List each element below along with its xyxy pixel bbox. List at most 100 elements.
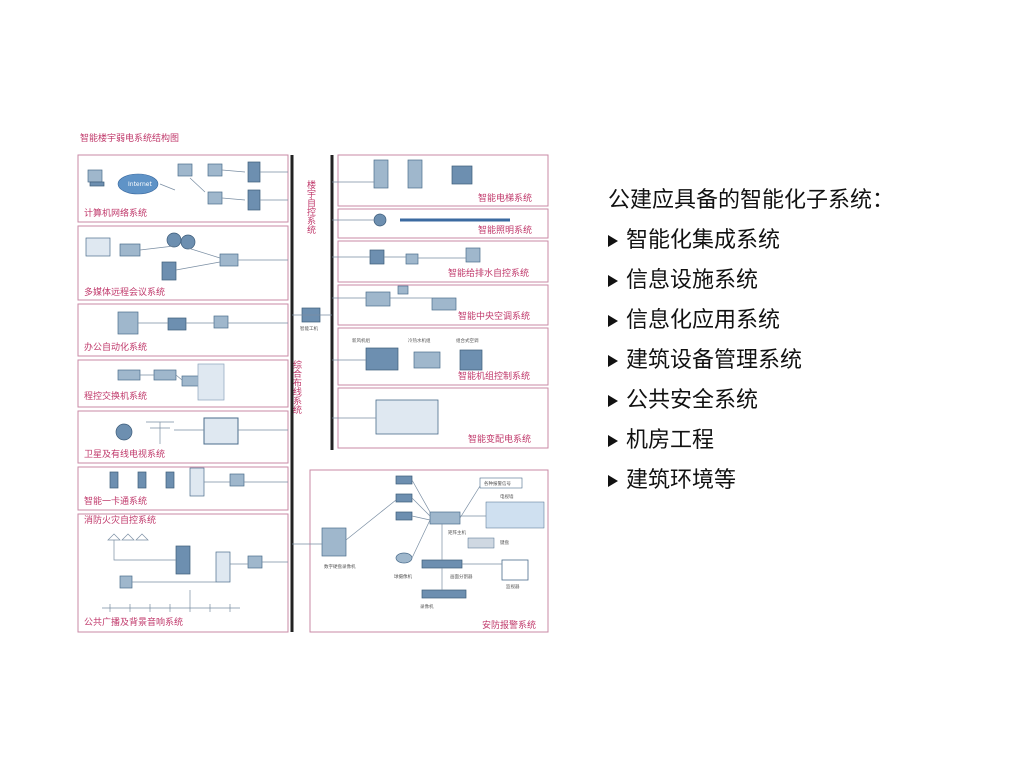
left-label-6: 智能一卡通系统: [84, 495, 147, 507]
smart-workstation-label: 智能工机: [300, 325, 318, 332]
keyboard-label: 键盘: [500, 539, 509, 546]
arrow-bullet-icon: [608, 395, 618, 407]
chiller-icon: [431, 297, 457, 311]
camera-icon: [395, 493, 413, 503]
phone-icon: [117, 369, 141, 381]
matrix-label: 矩阵主机: [448, 529, 466, 536]
camera-icon: [166, 232, 182, 248]
broadcast-rack-icon: [215, 551, 231, 583]
splitter-label: 画面分割器: [450, 573, 473, 580]
valve-icon: [405, 253, 419, 265]
alarm-signal-box: [479, 477, 523, 489]
arrow-bullet-icon: [608, 315, 618, 327]
pc-icon: [87, 169, 103, 183]
list-item-text: 信息化应用系统: [626, 308, 781, 333]
fresh-air-unit-icon: [365, 347, 399, 371]
list-item: 智能化集成系统: [608, 226, 1008, 256]
router-icon: [219, 253, 239, 267]
panel-lighting: [337, 208, 549, 239]
dome-label: 球摄像机: [394, 573, 412, 580]
smart-building-diagram: 智能楼宇弱电系统结构图 计算机网络系统 多媒体远程会议系统 办公自动化系统 程控…: [77, 132, 549, 633]
conference-wires: [139, 245, 288, 271]
light-bulb-icon: [373, 213, 387, 227]
spine-label-cabling: 综合布线系统: [291, 359, 302, 415]
security-panel: 安防报警系统 数字硬盘录像机 球摄像机 各种报警信号 电视墙 矩阵主机 键盘 画…: [292, 469, 549, 633]
list-item-text: 建筑设备管理系统: [626, 348, 803, 373]
panel-elevator: [337, 154, 549, 207]
elevator-door-icon: [407, 159, 423, 189]
security-wires: [292, 479, 502, 590]
codec-icon: [119, 243, 141, 257]
tv-wall-icon: [485, 501, 545, 529]
elevator-controller-icon: [451, 165, 473, 185]
left-label-7: 消防火灾自控系统: [84, 514, 156, 526]
subsystem-list: 智能化集成系统 信息设施系统 信息化应用系统 建筑设备管理系统 公共安全系统 机…: [608, 226, 1008, 496]
antenna-icon: [146, 421, 174, 444]
thermostat-icon: [397, 285, 409, 295]
pc-icon: [247, 555, 263, 569]
pbx-cabinet-icon: [197, 363, 225, 401]
combo-ac-icon: [459, 349, 483, 371]
left-label-3: 办公自动化系统: [84, 341, 147, 353]
unit-label-1: 新风机组: [352, 337, 370, 344]
spine-label-bas: 楼宇自控系统: [305, 179, 316, 235]
list-item-text: 智能化集成系统: [626, 228, 781, 253]
phone-icon: [153, 369, 177, 381]
list-item: 建筑设备管理系统: [608, 346, 1008, 376]
internet-label: Internet: [128, 181, 152, 188]
right-label-4: 智能中央空调系统: [458, 310, 530, 322]
fire-panel-icon: [175, 545, 191, 575]
list-item: 公共安全系统: [608, 386, 1008, 416]
panel-water: [337, 240, 549, 283]
pc-icon: [207, 163, 223, 177]
chiller-unit-icon: [413, 351, 441, 369]
pc-icon: [177, 163, 193, 177]
left-label-5: 卫星及有线电视系统: [84, 448, 165, 460]
left-label-1: 计算机网络系统: [84, 207, 147, 219]
left-devices: Internet: [85, 161, 288, 612]
camera-icon: [395, 511, 413, 521]
right-label-1: 智能电梯系统: [478, 192, 532, 204]
tank-icon: [465, 247, 481, 263]
left-label-8: 公共广播及背景音响系统: [84, 616, 183, 628]
right-label-3: 智能给排水自控系统: [448, 267, 529, 279]
subsystem-list-panel: 公建应具备的智能化子系统： 智能化集成系统 信息设施系统 信息化应用系统 建筑设…: [608, 186, 1008, 506]
list-item-text: 建筑环境等: [626, 468, 737, 493]
controller-icon: [189, 467, 205, 497]
keyboard-icon: [89, 181, 105, 187]
tv-wall-label: 电视墙: [500, 493, 514, 500]
screen-icon: [85, 237, 111, 257]
fire-wires: [113, 540, 288, 583]
dome-camera-icon: [395, 552, 413, 564]
camera-icon: [180, 234, 196, 250]
pbx-wires: [140, 374, 183, 381]
list-item-text: 公共安全系统: [626, 388, 759, 413]
recorder-icon: [421, 589, 467, 599]
dvr-label: 数字硬盘录像机: [324, 563, 356, 570]
right-devices: 新风机组 冷热水机组 组合式空调: [332, 159, 510, 435]
unit-label-2: 冷热水机组: [408, 337, 431, 344]
elevator-door-icon: [373, 159, 389, 189]
unit-label-3: 组合式空调: [456, 337, 479, 344]
list-item: 机房工程: [608, 426, 1008, 456]
recorder-label: 录像机: [420, 603, 434, 610]
panel-computer-network: [77, 154, 289, 223]
switchgear-icon: [375, 399, 439, 435]
speaker-icon: [161, 261, 177, 281]
splitter-icon: [421, 559, 463, 569]
pc-icon: [213, 315, 229, 329]
arrow-bullet-icon: [608, 475, 618, 487]
dvr-workstation-icon: [321, 527, 347, 557]
server-icon: [247, 161, 261, 183]
satellite-dish-icon: [115, 423, 133, 441]
tv-icon: [203, 417, 239, 445]
ahu-icon: [365, 291, 391, 307]
right-label-6: 智能变配电系统: [468, 433, 531, 445]
monitor-icon: [501, 559, 529, 581]
network-wires: [159, 169, 288, 201]
printer-icon: [167, 317, 187, 331]
cloud-icon: [117, 173, 159, 195]
arrow-bullet-icon: [608, 235, 618, 247]
card-reader-icon: [109, 471, 119, 489]
speaker-line-icons: [102, 590, 240, 612]
